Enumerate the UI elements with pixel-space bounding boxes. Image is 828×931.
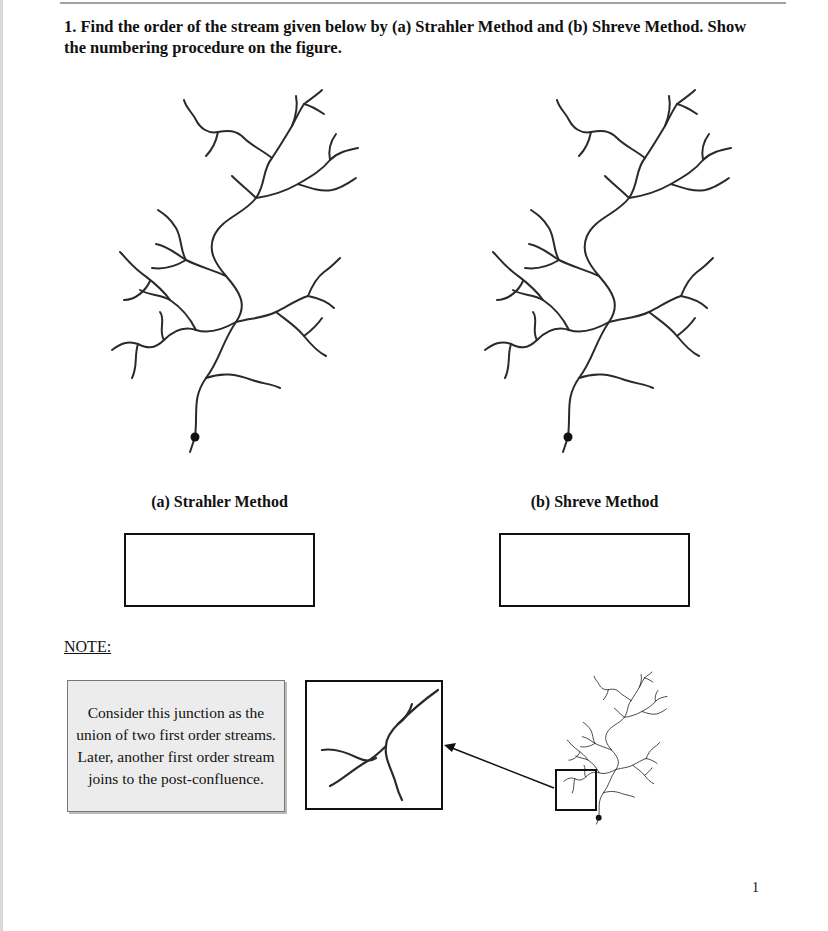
page-number: 1 xyxy=(752,879,759,897)
method-heading: (b) Shreve Method xyxy=(499,492,690,512)
answer-rect xyxy=(499,533,690,607)
question-title: 1. Find the order of the stream given be… xyxy=(64,16,764,58)
note-text: Consider this junction as the union of t… xyxy=(76,702,276,790)
note-box: Consider this junction as the union of t… xyxy=(67,680,285,812)
answer-rect xyxy=(124,533,315,607)
note-heading: NOTE: xyxy=(64,637,111,657)
answer-box: (a) Strahler Method xyxy=(124,492,315,607)
answer-box: (b) Shreve Method xyxy=(499,492,690,607)
method-heading: (a) Strahler Method xyxy=(124,492,315,512)
